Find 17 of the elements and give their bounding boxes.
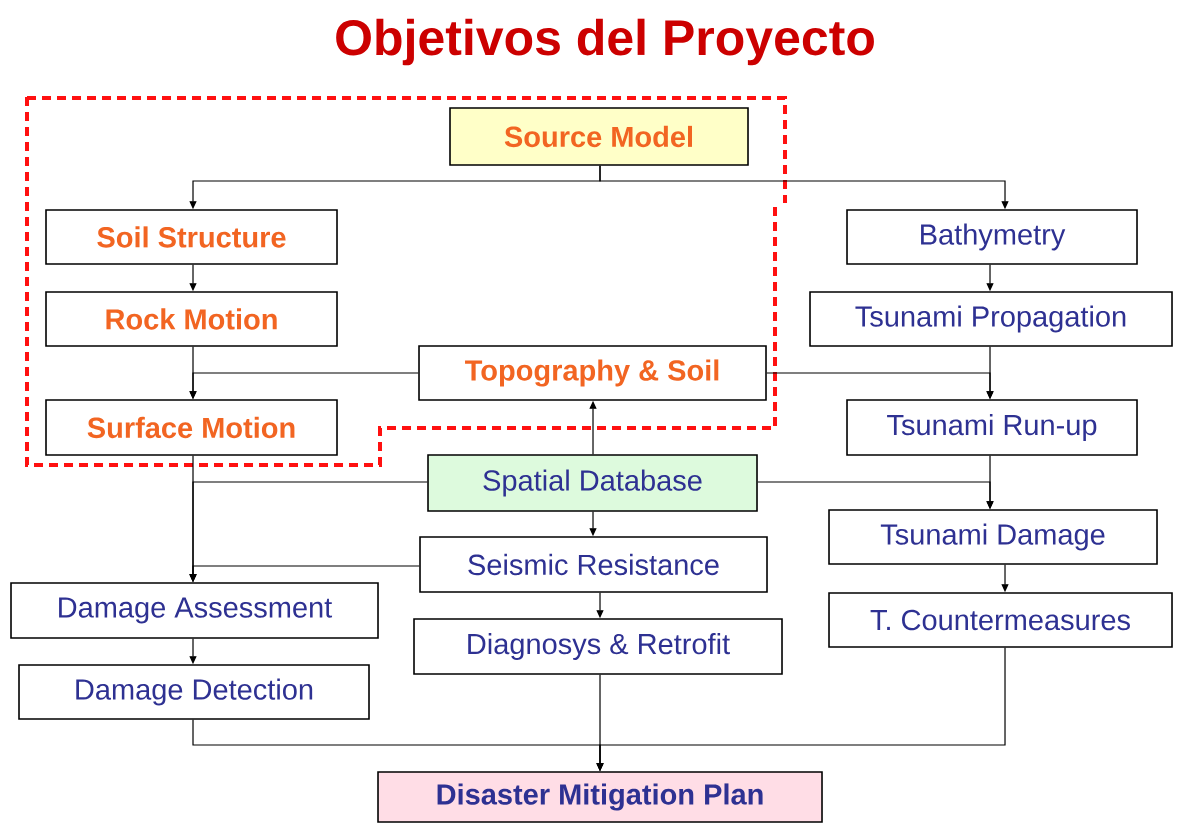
process-box: Diagnosys & Retrofit bbox=[413, 618, 783, 675]
process-box: Disaster Mitigation Plan bbox=[377, 771, 823, 823]
process-box: Rock Motion bbox=[45, 291, 338, 347]
process-box: Soil Structure bbox=[45, 209, 338, 265]
title: Objetivos del Proyecto bbox=[336, 18, 874, 66]
process-box: Tsunami Propagation bbox=[809, 291, 1173, 347]
process-box: Source Model bbox=[449, 107, 749, 166]
process-box: Tsunami Damage bbox=[828, 509, 1158, 565]
process-box: Topography & Soil bbox=[418, 345, 767, 401]
process-box: Damage Assessment bbox=[10, 582, 379, 639]
process-box: Bathymetry bbox=[846, 209, 1138, 265]
process-box: T. Countermeasures bbox=[828, 592, 1173, 648]
process-box: Spatial Database bbox=[427, 454, 758, 512]
process-box: Tsunami Run-up bbox=[846, 399, 1138, 456]
process-box: Damage Detection bbox=[18, 664, 370, 720]
process-box: Surface Motion bbox=[45, 399, 338, 456]
process-box: Seismic Resistance bbox=[419, 536, 768, 593]
